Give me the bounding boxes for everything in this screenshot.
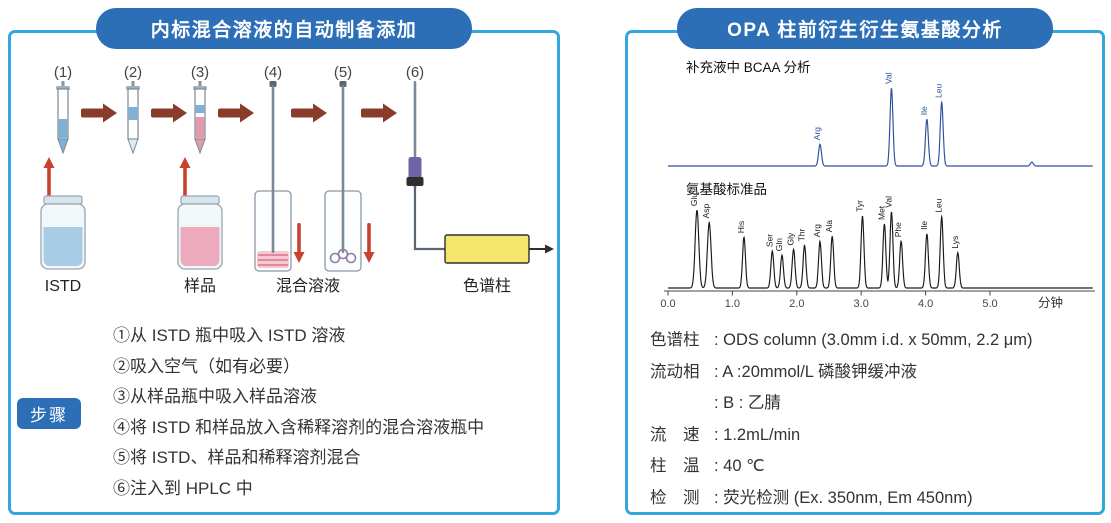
condition-label: 柱 温 — [650, 457, 700, 475]
step-number-3: (3) — [191, 64, 209, 81]
peak-label: Ile — [919, 221, 929, 230]
x-tick-label: 5.0 — [982, 298, 997, 310]
syringe-1 — [56, 81, 70, 155]
peak-label: His — [736, 221, 746, 233]
x-tick-label: 0.0 — [660, 298, 675, 310]
mixing-vial-1 — [254, 190, 292, 272]
condition-value: : 40 ℃ — [714, 457, 765, 475]
peak-label: Arg — [812, 127, 822, 141]
steps-badge: 步骤 — [17, 398, 81, 429]
peak-label: Met — [876, 205, 886, 220]
peak-label: Ser — [764, 234, 774, 247]
x-axis-unit-label: 分钟 — [1038, 295, 1063, 310]
needle-4 — [269, 81, 277, 253]
peak-label: Tyr — [855, 200, 865, 212]
peak-label: Leu — [934, 198, 944, 212]
step-item-6: ⑥注入到 HPLC 中 — [113, 478, 253, 498]
peak-label: Gln — [774, 238, 784, 252]
flow-arrow-icon — [151, 103, 187, 123]
syringe-3 — [193, 81, 207, 155]
sample-label: 样品 — [184, 277, 216, 295]
flow-arrow-icon — [81, 103, 117, 123]
peak-label: Lys — [950, 236, 960, 249]
dispense-down-arrow-icon — [293, 223, 305, 263]
hplc-column — [444, 234, 554, 264]
step-item-2: ②吸入空气（如有必要） — [113, 356, 300, 376]
peak-label: Glu — [689, 193, 699, 207]
step-item-1: ①从 ISTD 瓶中吸入 ISTD 溶液 — [113, 326, 346, 345]
peak-label: Phe — [893, 222, 903, 237]
peak-label: Val — [884, 196, 894, 208]
condition-label: 流动相 — [650, 362, 700, 381]
injector-needle — [406, 81, 445, 251]
chromatogram-trace-1 — [668, 209, 1093, 289]
peak-label: Leu — [934, 84, 944, 98]
step-number-4: (4) — [264, 64, 282, 81]
istd-label: ISTD — [45, 278, 81, 295]
condition-row: 色谱柱 : ODS column (3.0mm i.d. x 50mm, 2.2… — [650, 325, 1033, 357]
x-tick-label: 3.0 — [854, 298, 869, 310]
steps-list: ①从 ISTD 瓶中吸入 ISTD 溶液 ②吸入空气（如有必要） ③从样品瓶中吸… — [113, 321, 484, 504]
conditions-list: 色谱柱 : ODS column (3.0mm i.d. x 50mm, 2.2… — [650, 325, 1033, 514]
condition-row: 检 测 : 荧光检测 (Ex. 350nm, Em 450nm) — [650, 483, 1033, 515]
step-item-3: ③从样品瓶中吸入样品溶液 — [113, 387, 317, 406]
mixed-solution-label: 混合溶液 — [276, 277, 340, 295]
condition-row: : B : 乙腈 — [650, 388, 1033, 420]
condition-value: : ODS column (3.0mm i.d. x 50mm, 2.2 μm) — [714, 331, 1033, 349]
x-tick-label: 1.0 — [725, 298, 740, 310]
dispense-down-arrow-icon — [363, 223, 375, 263]
peak-label: Thr — [797, 228, 807, 241]
peak-label: Ile — [919, 106, 929, 115]
step-number-2: (2) — [124, 64, 142, 81]
peak-label: Arg — [812, 224, 822, 238]
needle-5 — [339, 81, 347, 253]
x-tick-label: 2.0 — [789, 298, 804, 310]
step-number-5: (5) — [334, 64, 352, 81]
peak-label: Asp — [701, 203, 711, 218]
left-panel-title: 内标混合溶液的自动制备添加 — [96, 8, 472, 49]
condition-value: : A :20mmol/L 磷酸钾缓冲液 — [714, 362, 917, 381]
flow-arrow-icon — [361, 103, 397, 123]
istd-vial — [40, 195, 86, 270]
condition-value: : B : 乙腈 — [714, 394, 781, 412]
condition-label: 检 测 — [650, 488, 700, 507]
peak-label: Val — [884, 72, 894, 84]
right-panel-title: OPA 柱前衍生衍生氨基酸分析 — [677, 8, 1053, 49]
x-tick-label: 4.0 — [918, 298, 933, 310]
aspirate-up-arrow-icon — [179, 157, 191, 197]
condition-row: 柱 温 : 40 ℃ — [650, 451, 1033, 483]
flow-arrow-icon — [218, 103, 254, 123]
condition-value: : 荧光检测 (Ex. 350nm, Em 450nm) — [714, 488, 973, 507]
aspirate-up-arrow-icon — [43, 157, 55, 197]
condition-value: : 1.2mL/min — [714, 425, 801, 444]
trace-title-1: 氨基酸标准品 — [686, 181, 767, 197]
peak-label: Gly — [786, 232, 796, 246]
condition-label — [650, 388, 714, 420]
condition-label: 流 速 — [650, 425, 700, 444]
chromatogram-svg: 补充液中 BCAA 分析ArgValIleLeu氨基酸标准品GluAspHisS… — [660, 60, 1095, 310]
condition-row: 流动相 : A :20mmol/L 磷酸钾缓冲液 — [650, 357, 1033, 389]
trace-title-0: 补充液中 BCAA 分析 — [686, 60, 811, 75]
step-item-4: ④将 ISTD 和样品放入含稀释溶剂的混合溶液瓶中 — [113, 417, 485, 437]
column-label: 色谱柱 — [463, 277, 511, 295]
step-number-1: (1) — [54, 64, 72, 81]
step-number-6: (6) — [406, 64, 424, 81]
flow-arrow-icon — [291, 103, 327, 123]
peak-label: Ala — [824, 220, 834, 233]
preparation-panel: 内标混合溶液的自动制备添加 (1) (2) (3) (4) (5) (6) — [8, 8, 560, 515]
sample-vial — [177, 195, 223, 270]
step-item-5: ⑤将 ISTD、样品和稀释溶剂混合 — [113, 448, 361, 467]
preparation-diagram: (1) (2) (3) (4) (5) (6) — [40, 64, 554, 295]
condition-row: 流 速 : 1.2mL/min — [650, 420, 1033, 452]
chromatogram-trace-0 — [668, 88, 1093, 167]
syringe-2 — [126, 81, 140, 155]
condition-label: 色谱柱 — [650, 331, 700, 349]
